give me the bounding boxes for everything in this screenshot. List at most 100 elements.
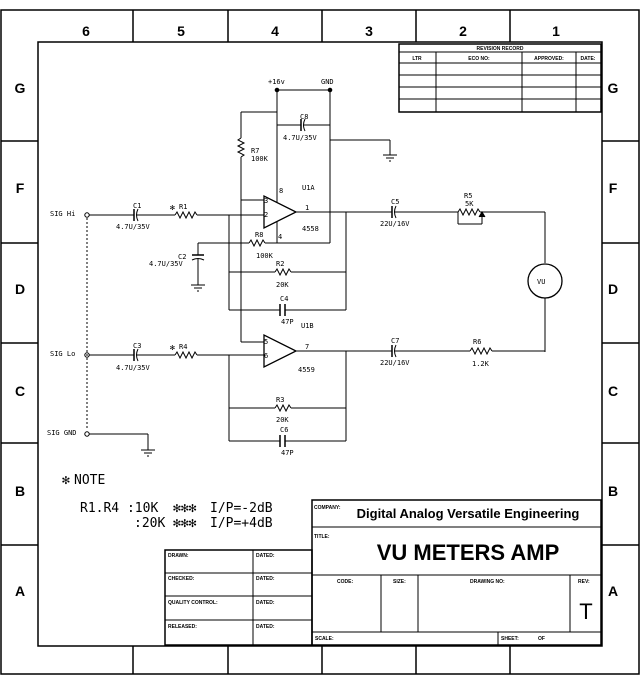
c2-value: 4.7U/35V xyxy=(149,260,184,268)
dated-label-2: DATED: xyxy=(256,576,275,582)
c8-ref: C8 xyxy=(300,113,308,121)
pin-6: 6 xyxy=(264,352,268,360)
rev-value: T xyxy=(579,599,592,624)
zone-row-g-left: G xyxy=(15,80,26,96)
company-label: COMPANY: xyxy=(314,505,341,511)
zone-row-a-left: A xyxy=(15,583,25,599)
size-label: SIZE: xyxy=(393,579,406,585)
sig-gnd-label: SIG GND xyxy=(47,429,77,437)
zone-row-d-right: D xyxy=(608,281,618,297)
r7-ref: R7 xyxy=(251,147,259,155)
pin-8: 8 xyxy=(279,187,283,195)
u1a-part: 4558 xyxy=(302,225,319,233)
pin-3: 3 xyxy=(264,197,268,205)
drawing-no-label: DRAWING NO: xyxy=(470,579,505,585)
c5-value: 22U/16V xyxy=(380,220,410,228)
r4-star: ✻ xyxy=(170,343,175,352)
c4-value: 47P xyxy=(281,318,294,326)
dated-label-4: DATED: xyxy=(256,624,275,630)
pin-1: 1 xyxy=(305,204,309,212)
revision-col-ltr: LTR xyxy=(412,56,422,62)
zone-row-f-right: F xyxy=(609,180,618,196)
quality-label: QUALITY CONTROL: xyxy=(168,600,218,606)
code-label: CODE: xyxy=(337,579,353,585)
c6-ref: C6 xyxy=(280,426,288,434)
released-label: RELEASED: xyxy=(168,624,197,630)
zone-col-5: 5 xyxy=(177,23,185,39)
vu-label: VU xyxy=(537,278,545,286)
zone-row-g-right: G xyxy=(608,80,619,96)
zone-row-b-right: B xyxy=(608,483,618,499)
scale-label: SCALE: xyxy=(315,636,334,642)
r6-ref: R6 xyxy=(473,338,481,346)
revision-col-approved: APPROVED: xyxy=(534,56,564,62)
zone-col-1: 1 xyxy=(552,23,560,39)
u1b-part: 4559 xyxy=(298,366,315,374)
rail-vplus-label: +16v xyxy=(268,78,285,86)
note-line2-io: I/P=+4dB xyxy=(210,516,273,531)
u1a-ref: U1A xyxy=(302,184,315,192)
c2-ref: C2 xyxy=(178,253,186,261)
pin-7: 7 xyxy=(305,343,309,351)
r5-ref: R5 xyxy=(464,192,472,200)
rail-gnd-label: GND xyxy=(321,78,334,86)
sig-hi-label: SIG Hi xyxy=(50,210,75,218)
zone-row-a-right: A xyxy=(608,583,618,599)
note-heading: NOTE xyxy=(74,473,105,488)
zone-row-b-left: B xyxy=(15,483,25,499)
c5-ref: C5 xyxy=(391,198,399,206)
c3-ref: C3 xyxy=(133,342,141,350)
r8-ref: R8 xyxy=(255,231,263,239)
title-label: TITLE: xyxy=(314,534,330,540)
title-block: COMPANY: Digital Analog Versatile Engine… xyxy=(164,499,602,646)
c4-ref: C4 xyxy=(280,295,288,303)
pin-5: 5 xyxy=(264,338,268,346)
of-label: OF xyxy=(538,636,545,642)
r8-value: 100K xyxy=(256,252,274,260)
outer-border xyxy=(0,9,640,675)
c7-value: 22U/16V xyxy=(380,359,410,367)
note-line2: :20K xyxy=(134,516,165,531)
u1b-ref: U1B xyxy=(301,322,314,330)
pin-4: 4 xyxy=(278,233,282,241)
r5-value: 5K xyxy=(465,200,474,208)
zone-row-d-left: D xyxy=(15,281,25,297)
r1-ref: R1 xyxy=(179,203,187,211)
revision-record: REVISION RECORD LTR ECO NO: APPROVED: DA… xyxy=(398,43,602,113)
inner-border xyxy=(37,41,603,647)
zone-col-2: 2 xyxy=(459,23,467,39)
note-line1-stars: ✻✻✻ xyxy=(173,501,197,516)
revision-col-date: DATE: xyxy=(581,56,596,62)
r2-value: 20K xyxy=(276,281,289,289)
dated-label-1: DATED: xyxy=(256,553,275,559)
zone-row-f-left: F xyxy=(16,180,25,196)
circuit xyxy=(84,87,563,457)
sheet-label: SHEET: xyxy=(501,636,519,642)
note-line1: R1.R4 :10K xyxy=(80,501,158,516)
dated-label-3: DATED: xyxy=(256,600,275,606)
c8-value: 4.7U/35V xyxy=(283,134,318,142)
note-star: ✻ xyxy=(62,473,70,488)
zone-ticks xyxy=(1,10,639,674)
pin-2: 2 xyxy=(264,211,268,219)
zone-row-c-right: C xyxy=(608,383,618,399)
zone-col-3: 3 xyxy=(365,23,373,39)
note-block: ✻ NOTE R1.R4 :10K ✻✻✻ I/P=-2dB :20K ✻✻✻ … xyxy=(62,473,273,531)
company-name: Digital Analog Versatile Engineering xyxy=(357,506,580,521)
c1-ref: C1 xyxy=(133,202,141,210)
r3-ref: R3 xyxy=(276,396,284,404)
c7-ref: C7 xyxy=(391,337,399,345)
r7-value: 100K xyxy=(251,155,269,163)
revision-record-header: REVISION RECORD xyxy=(477,46,524,52)
drawing-title: VU METERS AMP xyxy=(377,540,560,565)
zone-row-c-left: C xyxy=(15,383,25,399)
r1-star: ✻ xyxy=(170,203,175,212)
note-line2-stars: ✻✻✻ xyxy=(173,516,197,531)
rev-label: REV: xyxy=(578,579,590,585)
zone-col-6: 6 xyxy=(82,23,90,39)
drawn-label: DRAWN: xyxy=(168,553,189,559)
c1-value: 4.7U/35V xyxy=(116,223,151,231)
note-line1-io: I/P=-2dB xyxy=(210,501,273,516)
